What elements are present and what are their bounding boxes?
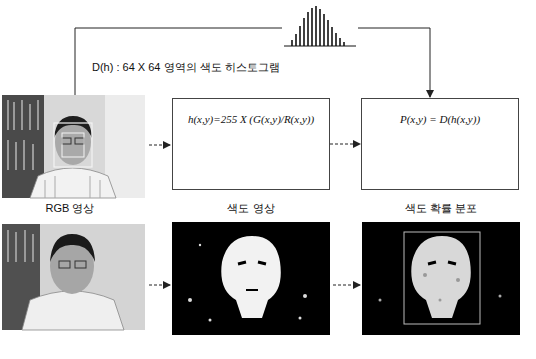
image-caption: 색도 확률 분포 [405, 201, 477, 216]
formula-text: h(x,y)=255 X (G(x,y)/R(x,y)) [173, 99, 329, 125]
histogram-line [358, 28, 430, 97]
chroma-image [172, 222, 330, 335]
formula-text: P(x,y) = D(h(x,y)) [362, 99, 518, 125]
flow-arrow [330, 144, 360, 145]
image-caption: RGB 영상 [46, 201, 95, 216]
probability-image [362, 222, 520, 335]
image-caption: 색도 영상 [227, 201, 274, 216]
rgb-photo [2, 224, 145, 330]
histogram-icon [284, 6, 356, 46]
histogram-label: D(h) : 64 X 64 영역의 색도 히스토그램 [92, 60, 280, 75]
process-box: P(x,y) = D(h(x,y)) [361, 98, 519, 190]
process-box: h(x,y)=255 X (G(x,y)/R(x,y)) [172, 98, 330, 190]
rgb-photo [2, 95, 145, 198]
histogram-line [75, 28, 282, 95]
